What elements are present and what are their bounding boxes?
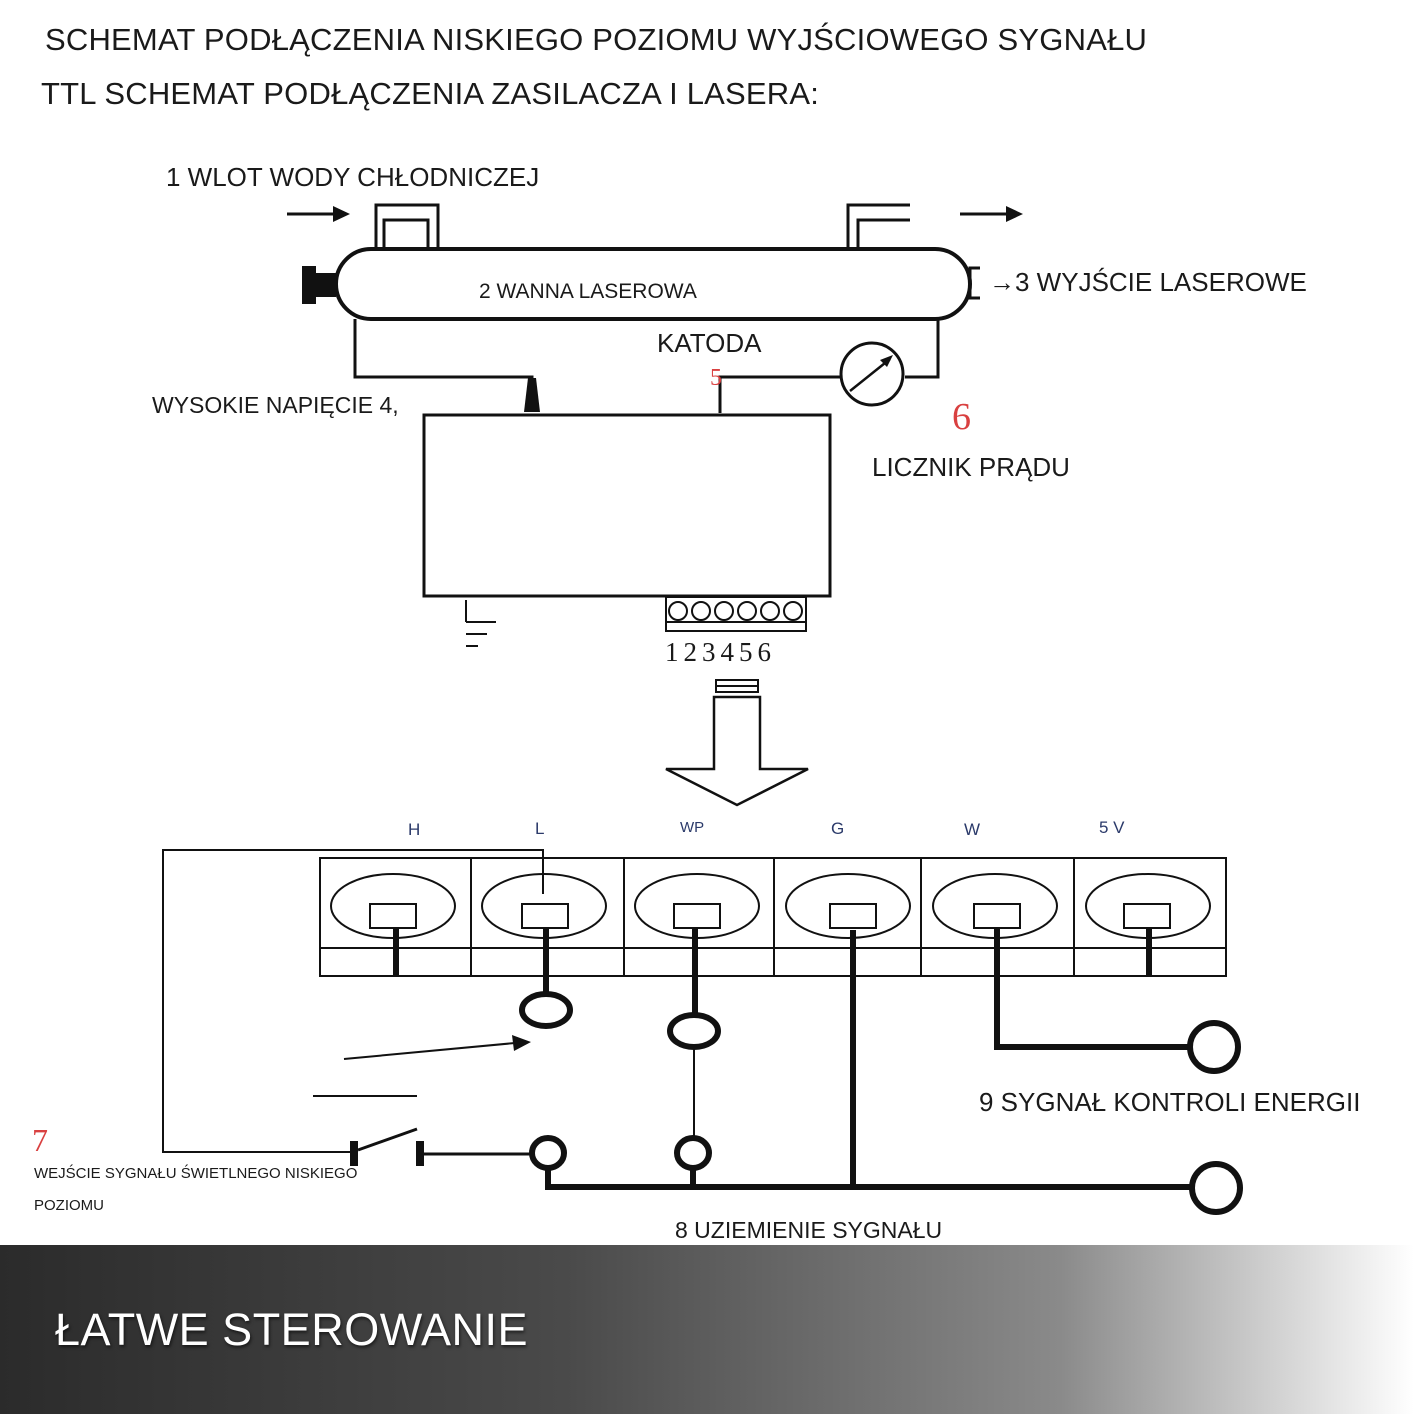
- label-high-voltage: WYSOKIE NAPIĘCIE 4,: [152, 392, 399, 418]
- header-title-line2: TTL SCHEMAT PODŁĄCZENIA ZASILACZA I LASE…: [41, 76, 820, 111]
- label-laser-tube: 2 WANNA LASEROWA: [479, 280, 697, 303]
- terminal-label-wp: WP: [680, 819, 705, 836]
- inlet-pipe: [374, 203, 440, 250]
- outlet-pipe: [846, 203, 910, 250]
- switch-ring-connector: [529, 1135, 567, 1171]
- high-voltage-wire: [353, 319, 534, 388]
- terminal-label-h: H: [408, 820, 421, 839]
- terminal-label-l: L: [535, 819, 545, 838]
- ground-bus: [545, 1168, 1194, 1190]
- terminal-label-g: G: [831, 819, 845, 838]
- power-supply-box: [422, 413, 832, 598]
- wp-ground-ring: [674, 1135, 712, 1171]
- wiring-diagram: [162, 203, 1243, 1215]
- terminal-label-5v: 5 V: [1099, 818, 1125, 837]
- label-input-line1: WEJŚCIE SYGNAŁU ŚWIETLNEGO NISKIEGO: [34, 1165, 358, 1182]
- label-input-number: 7: [32, 1122, 48, 1158]
- wp-ring-connector: [667, 1012, 721, 1050]
- label-signal-ground: 8 UZIEMIENIE SYGNAŁU: [675, 1217, 943, 1243]
- down-arrow: [665, 695, 809, 807]
- tube-output-bracket: [968, 266, 980, 300]
- footer-banner: ŁATWE STEROWANIE: [0, 1245, 1414, 1414]
- footer-title: ŁATWE STEROWANIE: [55, 1304, 529, 1355]
- signal-ground-terminal: [1189, 1161, 1243, 1215]
- label-energy-signal: 9 SYGNAŁ KONTROLI ENERGII: [979, 1087, 1361, 1117]
- h-to-l-loop: [162, 849, 544, 1153]
- label-input-line2: POZIOMU: [34, 1197, 104, 1214]
- switch-lever: [357, 1127, 418, 1152]
- w-terminal-wire: [994, 928, 1190, 1050]
- hv-connector: [524, 378, 540, 412]
- terminal-label-w: W: [964, 820, 981, 839]
- label-cathode-number: 5: [710, 365, 722, 391]
- pin-numbers: 123456: [665, 637, 776, 667]
- label-water-inlet: 1 WLOT WODY CHŁODNICZEJ: [166, 162, 540, 192]
- switch-indicator-arrow: [343, 1042, 516, 1060]
- label-cathode: KATODA: [657, 328, 762, 358]
- terminal-strip: [665, 596, 807, 632]
- label-ammeter-number: 6: [952, 396, 971, 438]
- l-ring-connector: [519, 991, 573, 1029]
- label-laser-output: →3 WYJŚCIE LASEROWE: [989, 267, 1307, 297]
- header-title-line1: SCHEMAT PODŁĄCZENIA NISKIEGO POZIOMU WYJ…: [45, 22, 1148, 57]
- cathode-wire: [905, 319, 940, 379]
- tube-end-cap: [302, 266, 316, 304]
- water-inlet-arrowhead: [333, 206, 350, 222]
- ammeter-gauge: [839, 341, 905, 407]
- energy-signal-terminal: [1187, 1020, 1241, 1074]
- label-ammeter: LICZNIK PRĄDU: [872, 452, 1070, 482]
